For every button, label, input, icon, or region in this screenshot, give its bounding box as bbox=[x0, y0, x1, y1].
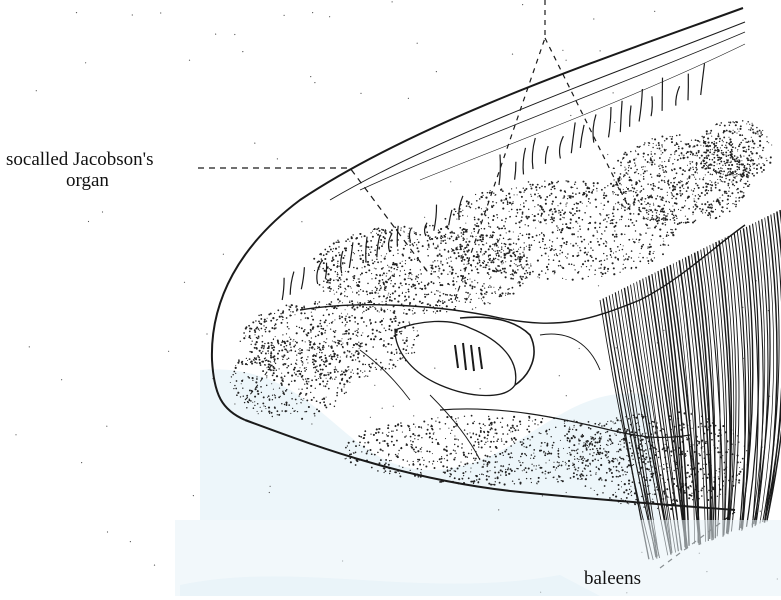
label-jacobson-organ-line1: socalled Jacobson's bbox=[6, 150, 153, 170]
jacobson-organ-region bbox=[395, 321, 516, 395]
top-leader-line-1 bbox=[455, 0, 545, 300]
watermark-band bbox=[175, 520, 781, 596]
skin-wrinkles bbox=[282, 63, 704, 300]
inner-ridges bbox=[455, 343, 482, 371]
label-baleens: baleens bbox=[584, 569, 641, 589]
head-upper-contour-3 bbox=[360, 32, 745, 190]
inner-fold-2 bbox=[540, 334, 600, 370]
watermark-wave bbox=[200, 369, 660, 520]
head-upper-contour-2 bbox=[330, 22, 745, 200]
label-jacobson-organ-line2: organ bbox=[66, 171, 109, 191]
